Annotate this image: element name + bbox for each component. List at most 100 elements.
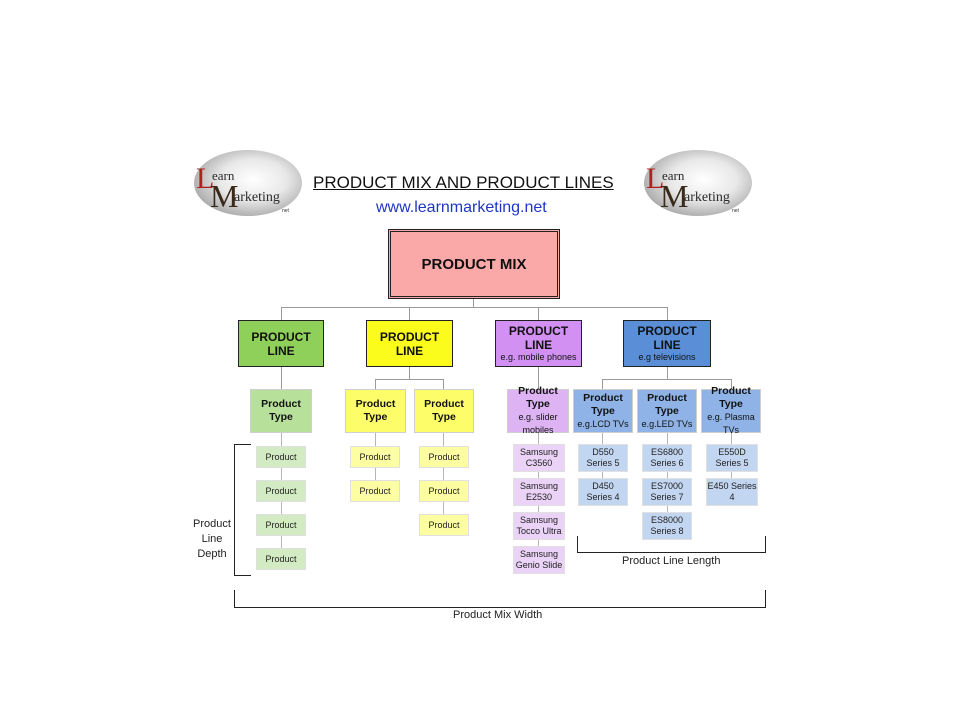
product-box: E550D Series 5 — [706, 444, 758, 472]
product-line-box: PRODUCT LINE — [366, 320, 453, 367]
logo-word-marketing: arketing — [684, 190, 730, 205]
product-label: Product — [265, 519, 297, 530]
product-type-example: e.g.LED TVs — [641, 418, 693, 429]
product-type-label: Product Type — [647, 391, 687, 417]
product-box: ES6800 Series 6 — [642, 444, 692, 472]
product-box: Product — [350, 480, 400, 502]
product-label: D550 Series 5 — [586, 447, 620, 468]
product-line-label: PRODUCT LINE — [251, 329, 311, 358]
product-type-box: Product Type e.g.LED TVs — [637, 389, 697, 433]
length-bracket — [577, 536, 766, 553]
connector — [538, 307, 539, 320]
logo-globe-background — [194, 150, 302, 216]
product-type-label: Product Type — [518, 385, 558, 410]
product-line-box: PRODUCT LINE e.g televisions — [623, 320, 711, 367]
product-label: Product — [428, 451, 460, 462]
product-type-box: Product Type — [345, 389, 406, 433]
product-line-label: PRODUCT LINE — [508, 324, 569, 352]
product-mix-box: PRODUCT MIX — [388, 229, 560, 299]
product-label: ES7000 Series 7 — [650, 481, 684, 502]
connector — [281, 367, 282, 389]
product-mix-label: PRODUCT MIX — [421, 255, 527, 273]
product-type-example: e.g. Plasma TVs — [707, 412, 755, 435]
product-line-example: e.g. mobile phones — [500, 352, 577, 362]
product-line-box: PRODUCT LINE — [238, 320, 324, 367]
product-type-box: Product Type — [414, 389, 474, 433]
connector — [375, 379, 444, 380]
logo-letter-l: L — [196, 162, 215, 195]
depth-bracket — [234, 444, 251, 576]
product-type-box: Product Type e.g. slider mobiles — [507, 385, 569, 435]
width-label: Product Mix Width — [453, 609, 543, 621]
logo-letter-m: M — [660, 178, 689, 214]
product-box: Product — [419, 446, 469, 468]
product-type-label: Product Type — [261, 398, 301, 423]
learnmarketing-logo-right: L earn M arketing net — [644, 150, 752, 216]
product-label: Product — [265, 553, 297, 564]
product-type-example: e.g.LCD TVs — [577, 418, 629, 429]
product-box: D450 Series 4 — [578, 478, 628, 506]
product-label: Product — [265, 451, 297, 462]
logo-word-learn: earn — [212, 168, 235, 183]
product-box: D550 Series 5 — [578, 444, 628, 472]
product-label: Samsung E2530 — [519, 481, 559, 502]
connector — [538, 367, 539, 389]
product-label: Product — [428, 519, 460, 530]
product-line-box: PRODUCT LINE e.g. mobile phones — [495, 320, 582, 367]
logo-letter-m: M — [210, 178, 239, 214]
product-label: Samsung Tocco Ultra — [516, 515, 562, 536]
product-label: Product — [265, 485, 297, 496]
connector — [375, 379, 376, 389]
product-type-box: Product Type e.g.LCD TVs — [573, 389, 633, 433]
product-box: Product — [256, 446, 306, 468]
product-box: Product — [256, 480, 306, 502]
product-label: Product — [428, 485, 460, 496]
product-type-label: Product Type — [424, 398, 464, 423]
product-label: Samsung Genio Slide — [515, 549, 563, 570]
product-label: Product — [359, 485, 391, 496]
product-box: ES8000 Series 8 — [642, 512, 692, 540]
product-type-box: Product Type e.g. Plasma TVs — [701, 385, 761, 435]
connector — [473, 299, 474, 307]
connector — [409, 307, 410, 320]
connector — [281, 307, 282, 320]
product-label: ES6800 Series 6 — [650, 447, 684, 468]
product-type-label: Product Type — [583, 391, 623, 417]
connector — [731, 379, 732, 389]
depth-label: Product Line Depth — [193, 518, 231, 560]
product-box: Product — [256, 514, 306, 536]
product-box: E450 Series 4 — [706, 478, 758, 506]
connector — [409, 367, 410, 379]
logo-globe-background — [644, 150, 752, 216]
product-line-example: e.g televisions — [638, 352, 696, 362]
product-type-example: e.g. slider mobiles — [518, 412, 558, 435]
product-label: D450 Series 4 — [586, 481, 620, 502]
logo-suffix: net — [732, 208, 739, 214]
product-box: ES7000 Series 7 — [642, 478, 692, 506]
website-link[interactable]: www.learnmarketing.net — [376, 199, 547, 216]
length-label: Product Line Length — [622, 555, 721, 567]
connector — [667, 433, 668, 516]
connector — [602, 379, 732, 380]
connector — [667, 367, 668, 379]
product-box: Product — [419, 514, 469, 536]
product-line-label: PRODUCT LINE — [637, 324, 697, 352]
product-box: Samsung C3560 — [513, 444, 565, 472]
logo-word-marketing: arketing — [234, 190, 280, 205]
product-box: Product — [419, 480, 469, 502]
product-type-label: Product Type — [711, 385, 751, 410]
product-type-label: Product Type — [355, 398, 396, 423]
logo-suffix: net — [282, 208, 289, 214]
logo-letter-l: L — [646, 162, 665, 195]
connector — [667, 307, 668, 320]
product-line-label: PRODUCT LINE — [379, 329, 440, 358]
product-label: E550D Series 5 — [715, 447, 749, 468]
product-type-box: Product Type — [250, 389, 312, 433]
connector — [281, 307, 667, 308]
product-label: Product — [359, 451, 391, 462]
connector — [443, 433, 444, 518]
product-box: Samsung Tocco Ultra — [513, 512, 565, 540]
page-title: PRODUCT MIX AND PRODUCT LINES — [313, 173, 614, 192]
learnmarketing-logo-left: L earn M arketing net — [194, 150, 302, 216]
product-box: Product — [256, 548, 306, 570]
